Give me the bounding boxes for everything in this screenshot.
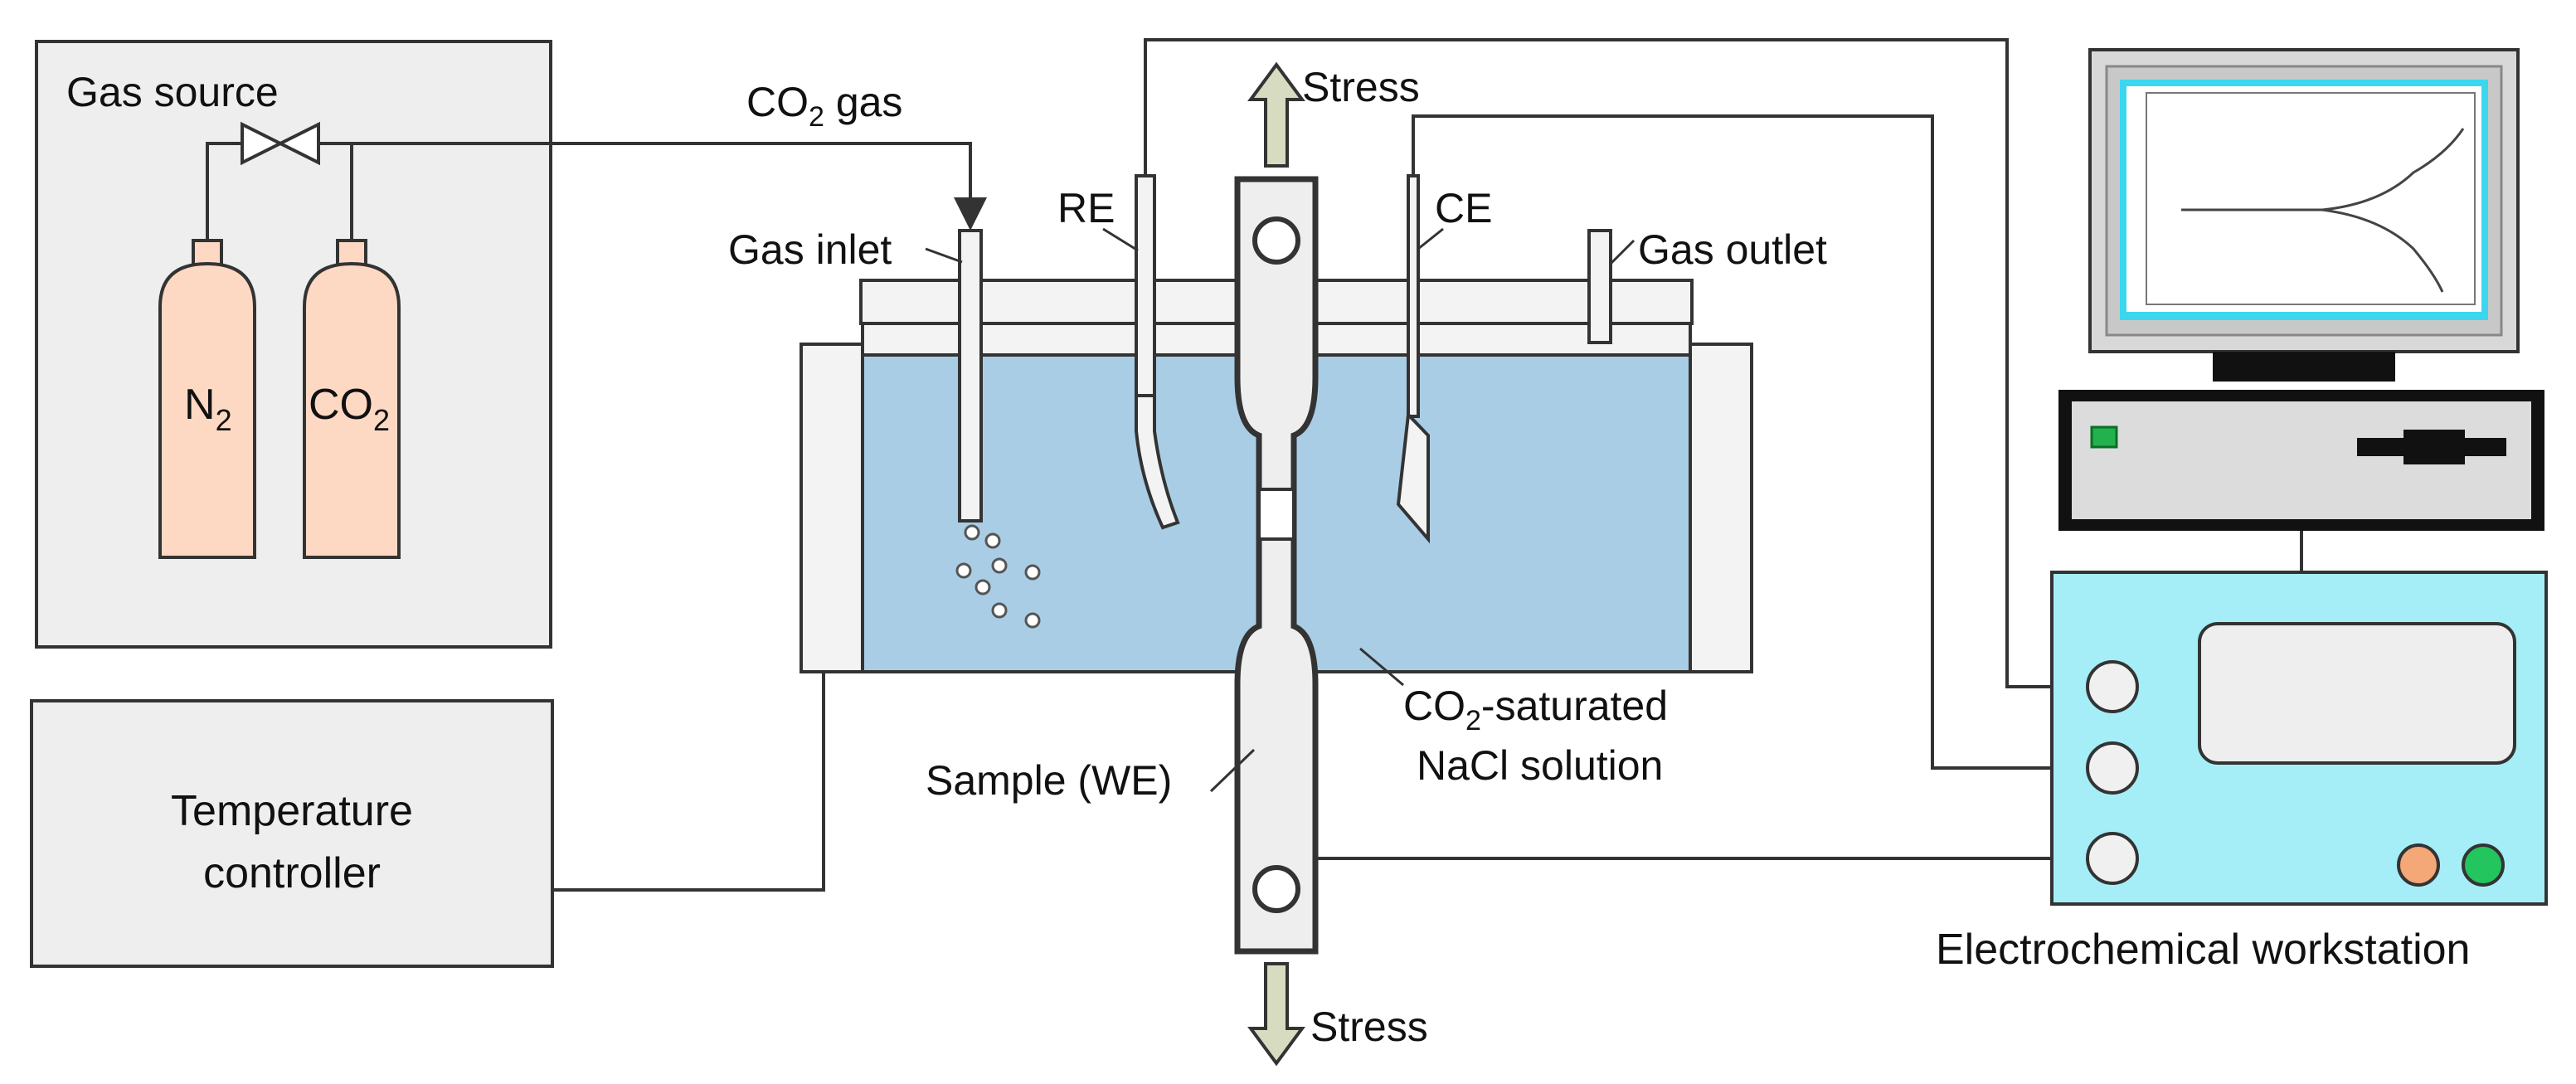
terminal-we[interactable] [2086, 832, 2139, 885]
power-led-icon [2090, 425, 2118, 449]
workstation-display [2198, 622, 2516, 765]
gas-inlet-leader [925, 247, 963, 264]
sample-label: Sample (WE) [926, 757, 1172, 804]
gas-inlet-tube [958, 229, 983, 523]
temperature-controller-line2: controller [203, 849, 381, 897]
bubble-icon [955, 524, 1041, 629]
co2-gas-line [352, 142, 972, 217]
co2-gas-bottle-icon: CO2 [303, 239, 401, 559]
re-label: RE [1057, 185, 1115, 231]
electrochemical-cell [800, 174, 1753, 955]
stress-top-label: Stress [1302, 64, 1420, 110]
electrochemical-workstation [2050, 571, 2548, 906]
co2-bottle-label: CO2 [309, 381, 390, 437]
terminal-re[interactable] [2086, 660, 2139, 713]
gas-inlet-label: Gas inlet [728, 226, 892, 273]
sample-working-electrode [1234, 176, 1319, 955]
stress-arrow-top-icon [1247, 61, 1305, 168]
gas-outlet-label: Gas outlet [1638, 226, 1827, 273]
terminal-ce[interactable] [2086, 741, 2139, 795]
cell-jacket-right [1687, 343, 1753, 673]
knob-orange-icon[interactable] [2397, 843, 2440, 887]
n2-label: N2 [184, 381, 232, 437]
solution-label-line2: NaCl solution [1417, 742, 1663, 789]
gas-line-arrowhead [954, 197, 987, 231]
monitor-icon [2088, 48, 2520, 382]
monitor-plot [2146, 92, 2476, 305]
temperature-controller-line1: Temperature [171, 787, 413, 835]
temperature-controller: Temperature controller [30, 699, 554, 968]
gas-source-panel: Gas source N2 CO2 [35, 40, 552, 649]
sample-leader [1209, 748, 1256, 793]
workstation-label: Electrochemical workstation [1936, 926, 2470, 974]
solution-leader [1359, 647, 1404, 687]
stress-arrow-bottom-icon [1247, 962, 1305, 1067]
gas-source-label: Gas source [66, 69, 279, 115]
gas-outlet-tube [1587, 229, 1612, 344]
ce-wire [1412, 114, 2092, 770]
gas-outlet-leader [1609, 239, 1636, 265]
re-leader [1102, 227, 1139, 252]
re-wire [1144, 38, 2092, 688]
ce-leader [1417, 227, 1444, 250]
stress-bottom-label: Stress [1310, 1004, 1428, 1050]
co2-gas-label: CO2 gas [746, 79, 902, 133]
ce-label: CE [1435, 185, 1492, 231]
temperature-controller-wire [552, 672, 825, 892]
solution-label-line1: CO2-saturated [1403, 683, 1668, 736]
computer-unit [2058, 390, 2544, 531]
reference-electrode [1135, 174, 1180, 530]
n2-gas-bottle-icon: N2 [158, 239, 256, 559]
cell-jacket-left [800, 343, 866, 673]
knob-green-icon[interactable] [2462, 843, 2505, 887]
n2-pipe [206, 142, 242, 242]
